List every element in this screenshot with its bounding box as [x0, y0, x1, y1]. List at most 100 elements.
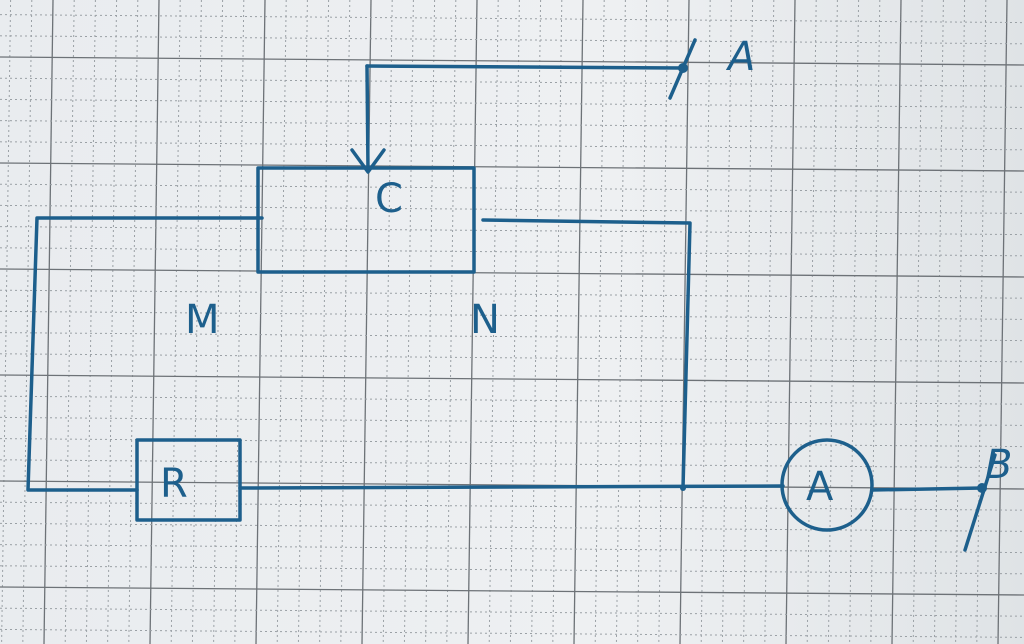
grid-line-minor [0, 544, 1024, 554]
terminal-a-dot [678, 63, 688, 73]
grid-line-minor [0, 607, 1024, 617]
grid-line-minor [213, 0, 224, 644]
grid-line-minor [0, 77, 1024, 87]
grid-line-minor [0, 522, 1024, 532]
junction-dot [680, 485, 686, 491]
ammeter-circle [780, 438, 874, 532]
grid-line-major [679, 0, 690, 644]
grid-line-major [255, 0, 266, 644]
grid-line-major [573, 0, 584, 644]
grid-line-minor [0, 332, 1024, 342]
grid-line-minor [0, 141, 1024, 151]
grid-line-minor [234, 0, 245, 644]
grid-line-minor [488, 0, 499, 644]
grid-line-major [0, 162, 1024, 172]
grid-line-minor [0, 628, 1024, 638]
wire-left [26, 216, 264, 492]
grid-line-minor [0, 247, 1024, 257]
label-terminal-a: A [725, 34, 755, 80]
grid-line-minor [446, 0, 457, 644]
grid-line-minor [955, 0, 966, 644]
grid-line-minor [827, 0, 838, 644]
grid-line-major [361, 0, 372, 644]
grid-line-major [0, 374, 1024, 384]
grid-line-minor [0, 310, 1024, 320]
grid-line-minor [0, 14, 1024, 24]
circuit-wires [26, 38, 997, 552]
grid-line-minor [615, 0, 626, 644]
grid-line-minor [0, 416, 1024, 426]
grid-line-minor [0, 353, 1024, 363]
wire-to-b [870, 486, 984, 492]
grid-line-major [0, 268, 1024, 278]
grid-line-minor [806, 0, 817, 644]
grid-line-minor [107, 0, 118, 644]
grid-line-minor [700, 0, 711, 644]
grid-line-minor [128, 0, 139, 644]
grid-line-minor [0, 289, 1024, 299]
grid-line-minor [509, 0, 520, 644]
grid-line-major [997, 0, 1008, 644]
label-point-n: N [470, 297, 500, 343]
grid-line-major [0, 586, 1024, 596]
resistor-box [135, 438, 242, 522]
label-point-m: M [185, 297, 220, 343]
label-ammeter: A [806, 464, 834, 510]
grid-line-minor [594, 0, 605, 644]
grid-line-minor [425, 0, 436, 644]
grid-line-minor [0, 501, 1024, 511]
grid-line-minor [22, 0, 33, 644]
grid-line-minor [743, 0, 754, 644]
grid-line-minor [85, 0, 96, 644]
grid-line-minor [1, 0, 12, 644]
grid-line-minor [319, 0, 330, 644]
grid-line-minor [849, 0, 860, 644]
grid-line-minor [382, 0, 393, 644]
wire-top [365, 64, 685, 70]
rheostat [256, 166, 476, 274]
grid-line-minor [531, 0, 542, 644]
grid-line-major [0, 56, 1024, 66]
grid-line-minor [0, 565, 1024, 575]
grid-line-minor [870, 0, 881, 644]
grid-line-minor [0, 395, 1024, 405]
terminal-b-slash [963, 453, 997, 552]
wire-right [481, 218, 692, 490]
grid-line-minor [0, 226, 1024, 236]
grid-line-major [785, 0, 796, 644]
label-resistor: R [160, 461, 188, 507]
grid-line-minor [552, 0, 563, 644]
grid-line-minor [297, 0, 308, 644]
grid-line-minor [64, 0, 75, 644]
terminal-b-dot [977, 483, 987, 493]
grid-line-major [0, 480, 1024, 490]
grid-line-minor [933, 0, 944, 644]
grid-line-minor [0, 120, 1024, 130]
grid-line-minor [0, 459, 1024, 469]
grid-line-minor [170, 0, 181, 644]
grid-line-minor [0, 35, 1024, 45]
grid-line-major [891, 0, 902, 644]
grid-line-minor [0, 183, 1024, 193]
grid-line-major [43, 0, 54, 644]
grid-line-minor [0, 204, 1024, 214]
grid-line-minor [191, 0, 202, 644]
grid-line-major [467, 0, 478, 644]
grid-line-minor [340, 0, 351, 644]
grid-line-minor [637, 0, 648, 644]
grid-line-minor [976, 0, 987, 644]
grid-line-minor [912, 0, 923, 644]
grid-line-minor [764, 0, 775, 644]
grid-line-minor [721, 0, 732, 644]
label-cursor-c: C [375, 176, 403, 222]
cursor-arrow [350, 64, 386, 174]
grid-line-minor [403, 0, 414, 644]
grid-line-minor [658, 0, 669, 644]
label-terminal-b: B [985, 442, 1012, 488]
wire-bottom [238, 484, 785, 490]
grid-line-minor [276, 0, 287, 644]
grid-line-minor [0, 98, 1024, 108]
